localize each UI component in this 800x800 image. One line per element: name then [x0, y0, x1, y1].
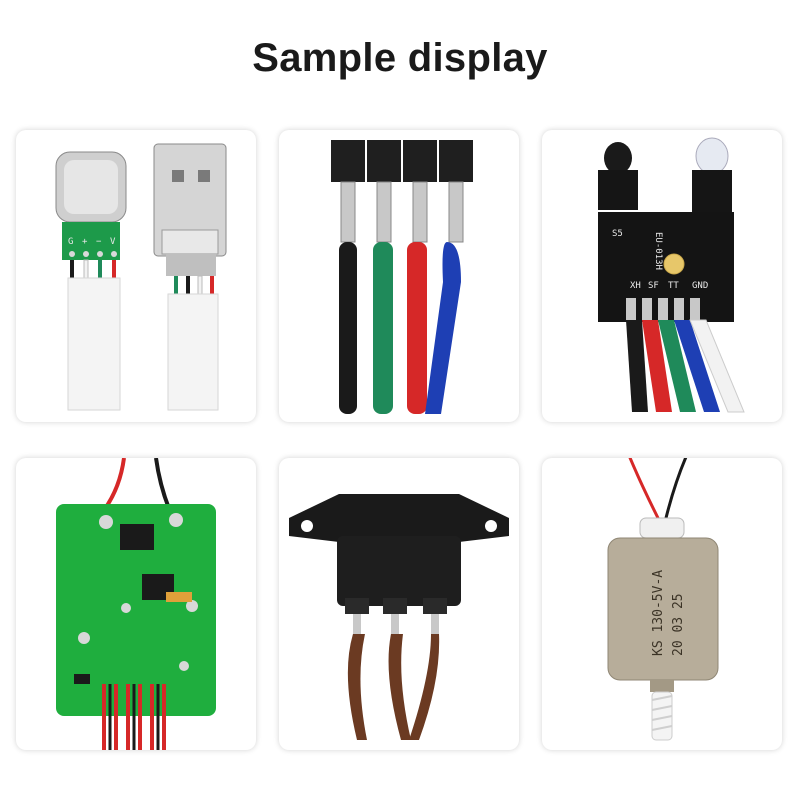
dc-motor-image: KS 130-5V-A 20 03 25	[607, 458, 719, 741]
motor-label-date: 20 03 25	[671, 593, 686, 656]
sensor-label-tt: TT	[668, 281, 679, 291]
sensor-label-sf: SF	[648, 281, 659, 291]
sensor-label-gnd: GND	[692, 281, 708, 291]
pcb-label-v: V	[110, 237, 116, 247]
sensor-label-xh: XH	[630, 281, 641, 291]
sample-card-power-socket	[279, 458, 519, 750]
pcb-label-plus: +	[82, 237, 88, 247]
sample-card-dupont-header	[279, 130, 519, 422]
usb-connectors-image: G + − V	[55, 143, 227, 411]
motor-label-model: KS 130-5V-A	[651, 570, 666, 656]
sample-card-usb-connectors: G + − V	[16, 130, 256, 422]
ir-sensor-image: EU-013H S5 XH SF TT GND	[598, 137, 745, 413]
page-title: Sample display	[252, 36, 548, 80]
power-socket-image	[289, 494, 509, 740]
pcb-label-g: G	[68, 237, 73, 247]
dupont-header-image	[331, 140, 473, 414]
sample-card-ir-sensor: EU-013H S5 XH SF TT GND	[542, 130, 782, 422]
pcb-label-minus: −	[96, 237, 102, 247]
green-pcb-image	[56, 458, 216, 750]
sensor-label-s5: S5	[612, 229, 623, 239]
sensor-label-model: EU-013H	[653, 232, 663, 270]
sample-card-dc-motor: KS 130-5V-A 20 03 25	[542, 458, 782, 750]
sample-card-green-pcb	[16, 458, 256, 750]
